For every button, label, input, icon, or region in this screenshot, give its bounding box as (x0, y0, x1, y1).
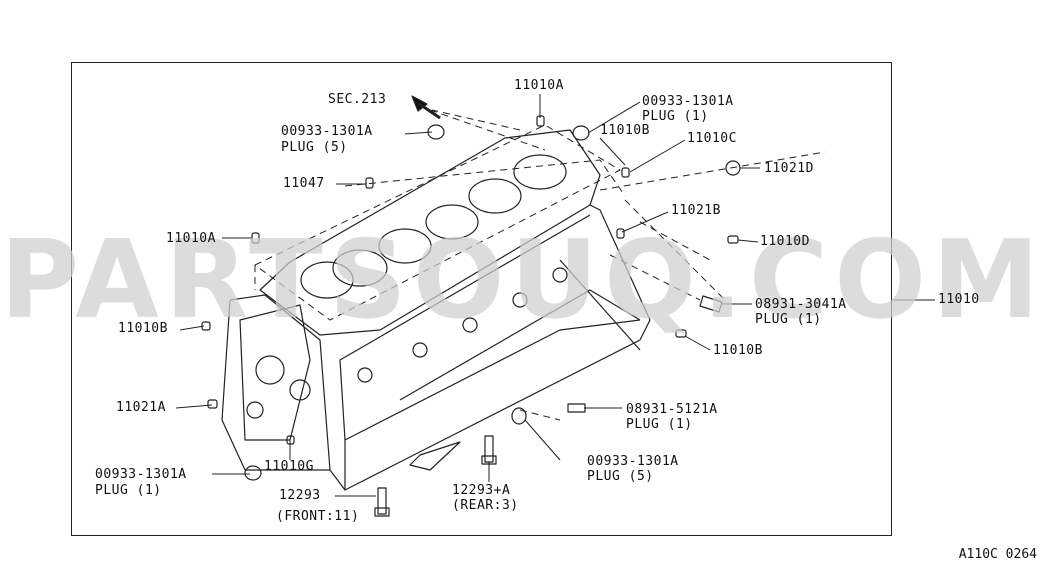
callout-bolt-bottom-qty: PLUG (1) (626, 417, 693, 432)
section-arrow-icon (411, 95, 441, 120)
callout-11021d[interactable]: 11021D (764, 161, 814, 176)
callout-11010b-right[interactable]: 11010B (713, 343, 763, 358)
callout-11010a-top[interactable]: 11010A (514, 78, 564, 93)
section-ref-label[interactable]: SEC.213 (328, 92, 387, 107)
small-parts (201, 115, 741, 517)
callout-bolt-right-number[interactable]: 08931-3041A (755, 297, 847, 312)
callout-plug-bottom-right-number[interactable]: 00933-1301A (587, 454, 679, 469)
callout-plug-top-right-qty: PLUG (1) (642, 109, 709, 124)
watermark: PARTSOUQ.COM (0, 218, 1045, 343)
block-body (221, 204, 651, 491)
callout-plug-bottom-left-qty: PLUG (1) (95, 483, 162, 498)
callout-11010d[interactable]: 11010D (760, 234, 810, 249)
callout-11010[interactable]: 11010 (938, 292, 980, 307)
callout-plug-bottom-left-number[interactable]: 00933-1301A (95, 467, 187, 482)
block-top-deck (259, 129, 601, 336)
callout-bolt-bottom-number[interactable]: 08931-5121A (626, 402, 718, 417)
leader-lines (175, 94, 935, 497)
callout-plug-bottom-right-qty: PLUG (5) (587, 469, 654, 484)
callout-12293[interactable]: 12293 (279, 488, 321, 503)
callout-plug-top-right-number[interactable]: 00933-1301A (642, 94, 734, 109)
callout-12293-qty: (FRONT:11) (276, 509, 360, 524)
callout-11010a-left[interactable]: 11010A (166, 231, 216, 246)
callout-11010b-top[interactable]: 11010B (600, 123, 650, 138)
callout-11010c[interactable]: 11010C (687, 131, 737, 146)
diagram-code: A110C 0264 (958, 547, 1037, 562)
callout-bolt-right-qty: PLUG (1) (755, 312, 822, 327)
callout-11021a[interactable]: 11021A (116, 400, 166, 415)
callout-11021b[interactable]: 11021B (671, 203, 721, 218)
head-gasket-outline (254, 109, 826, 421)
callout-plug-top-left-number[interactable]: 00933-1301A (281, 124, 373, 139)
diagram-frame (71, 62, 892, 536)
callout-11047[interactable]: 11047 (283, 176, 325, 191)
callout-12293a-qty: (REAR:3) (452, 498, 519, 513)
callout-plug-top-left-qty: PLUG (5) (281, 140, 348, 155)
callout-11010g[interactable]: 11010G (264, 459, 314, 474)
callout-12293a[interactable]: 12293+A (452, 483, 511, 498)
callout-11010b-left[interactable]: 11010B (118, 321, 168, 336)
